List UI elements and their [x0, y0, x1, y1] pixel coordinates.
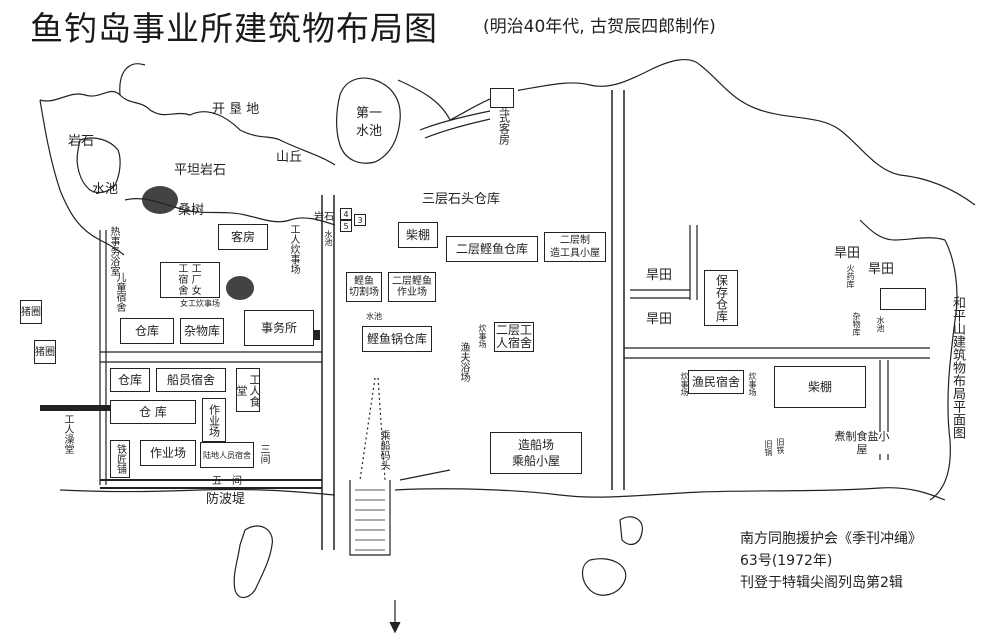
salt-hut: 煮制食盐小屋 [830, 430, 894, 456]
guest-room-box [490, 88, 514, 108]
kitchen-label-3: 炊事场 [680, 372, 689, 396]
warehouse-3: 仓 库 [110, 400, 196, 424]
rock2-label: 岩石 [314, 212, 334, 223]
tool-hut-line1: 二层制 [560, 235, 590, 246]
kaikonchi-label: 开 垦 地 [212, 102, 260, 117]
bonito-pot-warehouse: 鲣鱼锅仓库 [362, 326, 432, 352]
pigsty: 猪圈 [20, 300, 42, 324]
dry-field-3: 旱田 [834, 246, 861, 261]
factory-dorm: 工 工 宿 厂 舍 女 [160, 262, 220, 298]
num-3: 3 [354, 214, 366, 226]
boarding-pier-label: 乘船码头 [378, 430, 389, 470]
side-title: 和平山建筑物布局平面图 [950, 296, 965, 439]
land-staff-dorm: 陆地人员宿舍 [200, 442, 254, 468]
bonito-workshop: 二层鲣鱼 作业场 [388, 272, 436, 302]
bonito-workshop-l1: 二层鲣鱼 [392, 276, 432, 287]
guest-house-label: 客房 [230, 229, 255, 244]
first-pond-label-2: 水池 [356, 124, 383, 139]
storage-warehouse: 保存仓库 [704, 270, 738, 326]
hill-label: 山丘 [276, 150, 303, 165]
old-iron-label: 旧铁 [776, 438, 785, 454]
workshop-2: 作业场 [140, 440, 196, 466]
female-kitchen-label: 女工炊事场 [180, 299, 220, 308]
shipyard-l2: 乘船小屋 [511, 454, 560, 468]
flat-rock-label: 平坦岩石 [174, 163, 227, 178]
source-line-1: 南方同胞援护会《季刊冲绳》 [740, 531, 922, 547]
pigsty-2: 猪圈 [34, 340, 56, 364]
warehouse-1: 仓库 [120, 318, 174, 344]
storage-label-2: 杂物库 [852, 312, 861, 336]
children-dorm-label: 儿童宿舍 [114, 272, 125, 312]
old-pot-label: 旧锅 [764, 440, 773, 456]
factory-dorm-l3: 舍 女 [178, 285, 202, 297]
pond-label: 水池 [92, 182, 119, 197]
fisherman-bath-label: 渔夫浴场 [458, 342, 469, 382]
warehouse-2: 仓库 [110, 368, 150, 392]
source-line-2: 63号(1972年) [740, 553, 833, 569]
bath-office-label: 热事务浴室 [108, 226, 119, 276]
dry-field-1: 旱田 [646, 268, 673, 283]
workshop-1: 作业场 [202, 398, 226, 442]
three-ken-label: 三间 [258, 444, 269, 464]
right-house [880, 288, 926, 310]
bonito-cutting-l1: 鲣鱼 [354, 276, 374, 287]
blacksmith: 铁匠铺 [110, 440, 130, 478]
five-ken-label: 五一间 [212, 476, 242, 487]
bonito-workshop-l2: 作业场 [397, 287, 427, 298]
breakwater-label: 防波堤 [206, 492, 246, 507]
kitchen-label-4: 炊事场 [748, 372, 757, 396]
bonito-cutting-l2: 切割场 [349, 287, 379, 298]
worker-kitchen-label: 工人炊事场 [288, 224, 299, 274]
tool-hut-line2: 造工具小屋 [550, 248, 600, 259]
source-note: 南方同胞援护会《季刊冲绳》 63号(1972年) 刊登于特辑尖阁列岛第2辑 [740, 528, 922, 594]
pond-label-3: 水池 [876, 316, 885, 332]
num-4: 4 [340, 208, 352, 220]
dry-field-4: 旱田 [868, 262, 895, 277]
firewood-shed: 柴棚 [398, 222, 438, 248]
fishermen-dorm: 渔民宿舍 [688, 370, 744, 394]
worker-dorm-2f-l2: 人宿舍 [495, 336, 532, 350]
mulberry-label: 桑树 [178, 203, 205, 218]
factory-dorm-l1: 工 工 [178, 263, 202, 275]
first-pond-label-1: 第一 [356, 106, 383, 121]
shipyard-l1: 造船场 [517, 438, 554, 452]
crew-dorm: 船员宿舍 [156, 368, 226, 392]
pond-small-label: 水池 [366, 312, 382, 321]
dry-field-2: 旱田 [646, 312, 673, 327]
guest-house: 客房 [218, 224, 268, 250]
powder-house-label: 火药库 [846, 264, 855, 288]
factory-dorm-l2: 宿 厂 [178, 274, 202, 286]
storage-shed: 杂物库 [180, 318, 224, 344]
firewood-shed-2: 柴棚 [774, 366, 866, 408]
small-pond-label: 水池 [324, 230, 333, 246]
rock-label: 岩石 [68, 134, 95, 149]
map-title: 鱼钓岛事业所建筑物布局图 [30, 9, 438, 48]
kitchen-label-2: 炊事场 [478, 324, 487, 348]
worker-bath-label: 工人澡堂 [62, 414, 73, 454]
source-line-3: 刊登于特辑尖阁列岛第2辑 [740, 575, 903, 591]
map-subtitle: (明治40年代, 古贺辰四郎制作) [483, 17, 716, 37]
office: 事务所 [244, 310, 314, 346]
bonito-warehouse: 二层鲣鱼仓库 [446, 236, 538, 262]
num-5: 5 [340, 220, 352, 232]
worker-dorm-2f: 二层工 人宿舍 [494, 322, 534, 352]
worker-dorm-2f-l1: 二层工 [495, 323, 532, 337]
shipyard: 造船场 乘船小屋 [490, 432, 582, 474]
bonito-cutting: 鲣鱼 切割场 [346, 272, 382, 302]
tool-hut: 二层制 造工具小屋 [544, 232, 606, 262]
stone-warehouse-label: 三层石头仓库 [422, 192, 501, 207]
worker-canteen: 工人食堂 [235, 368, 261, 412]
